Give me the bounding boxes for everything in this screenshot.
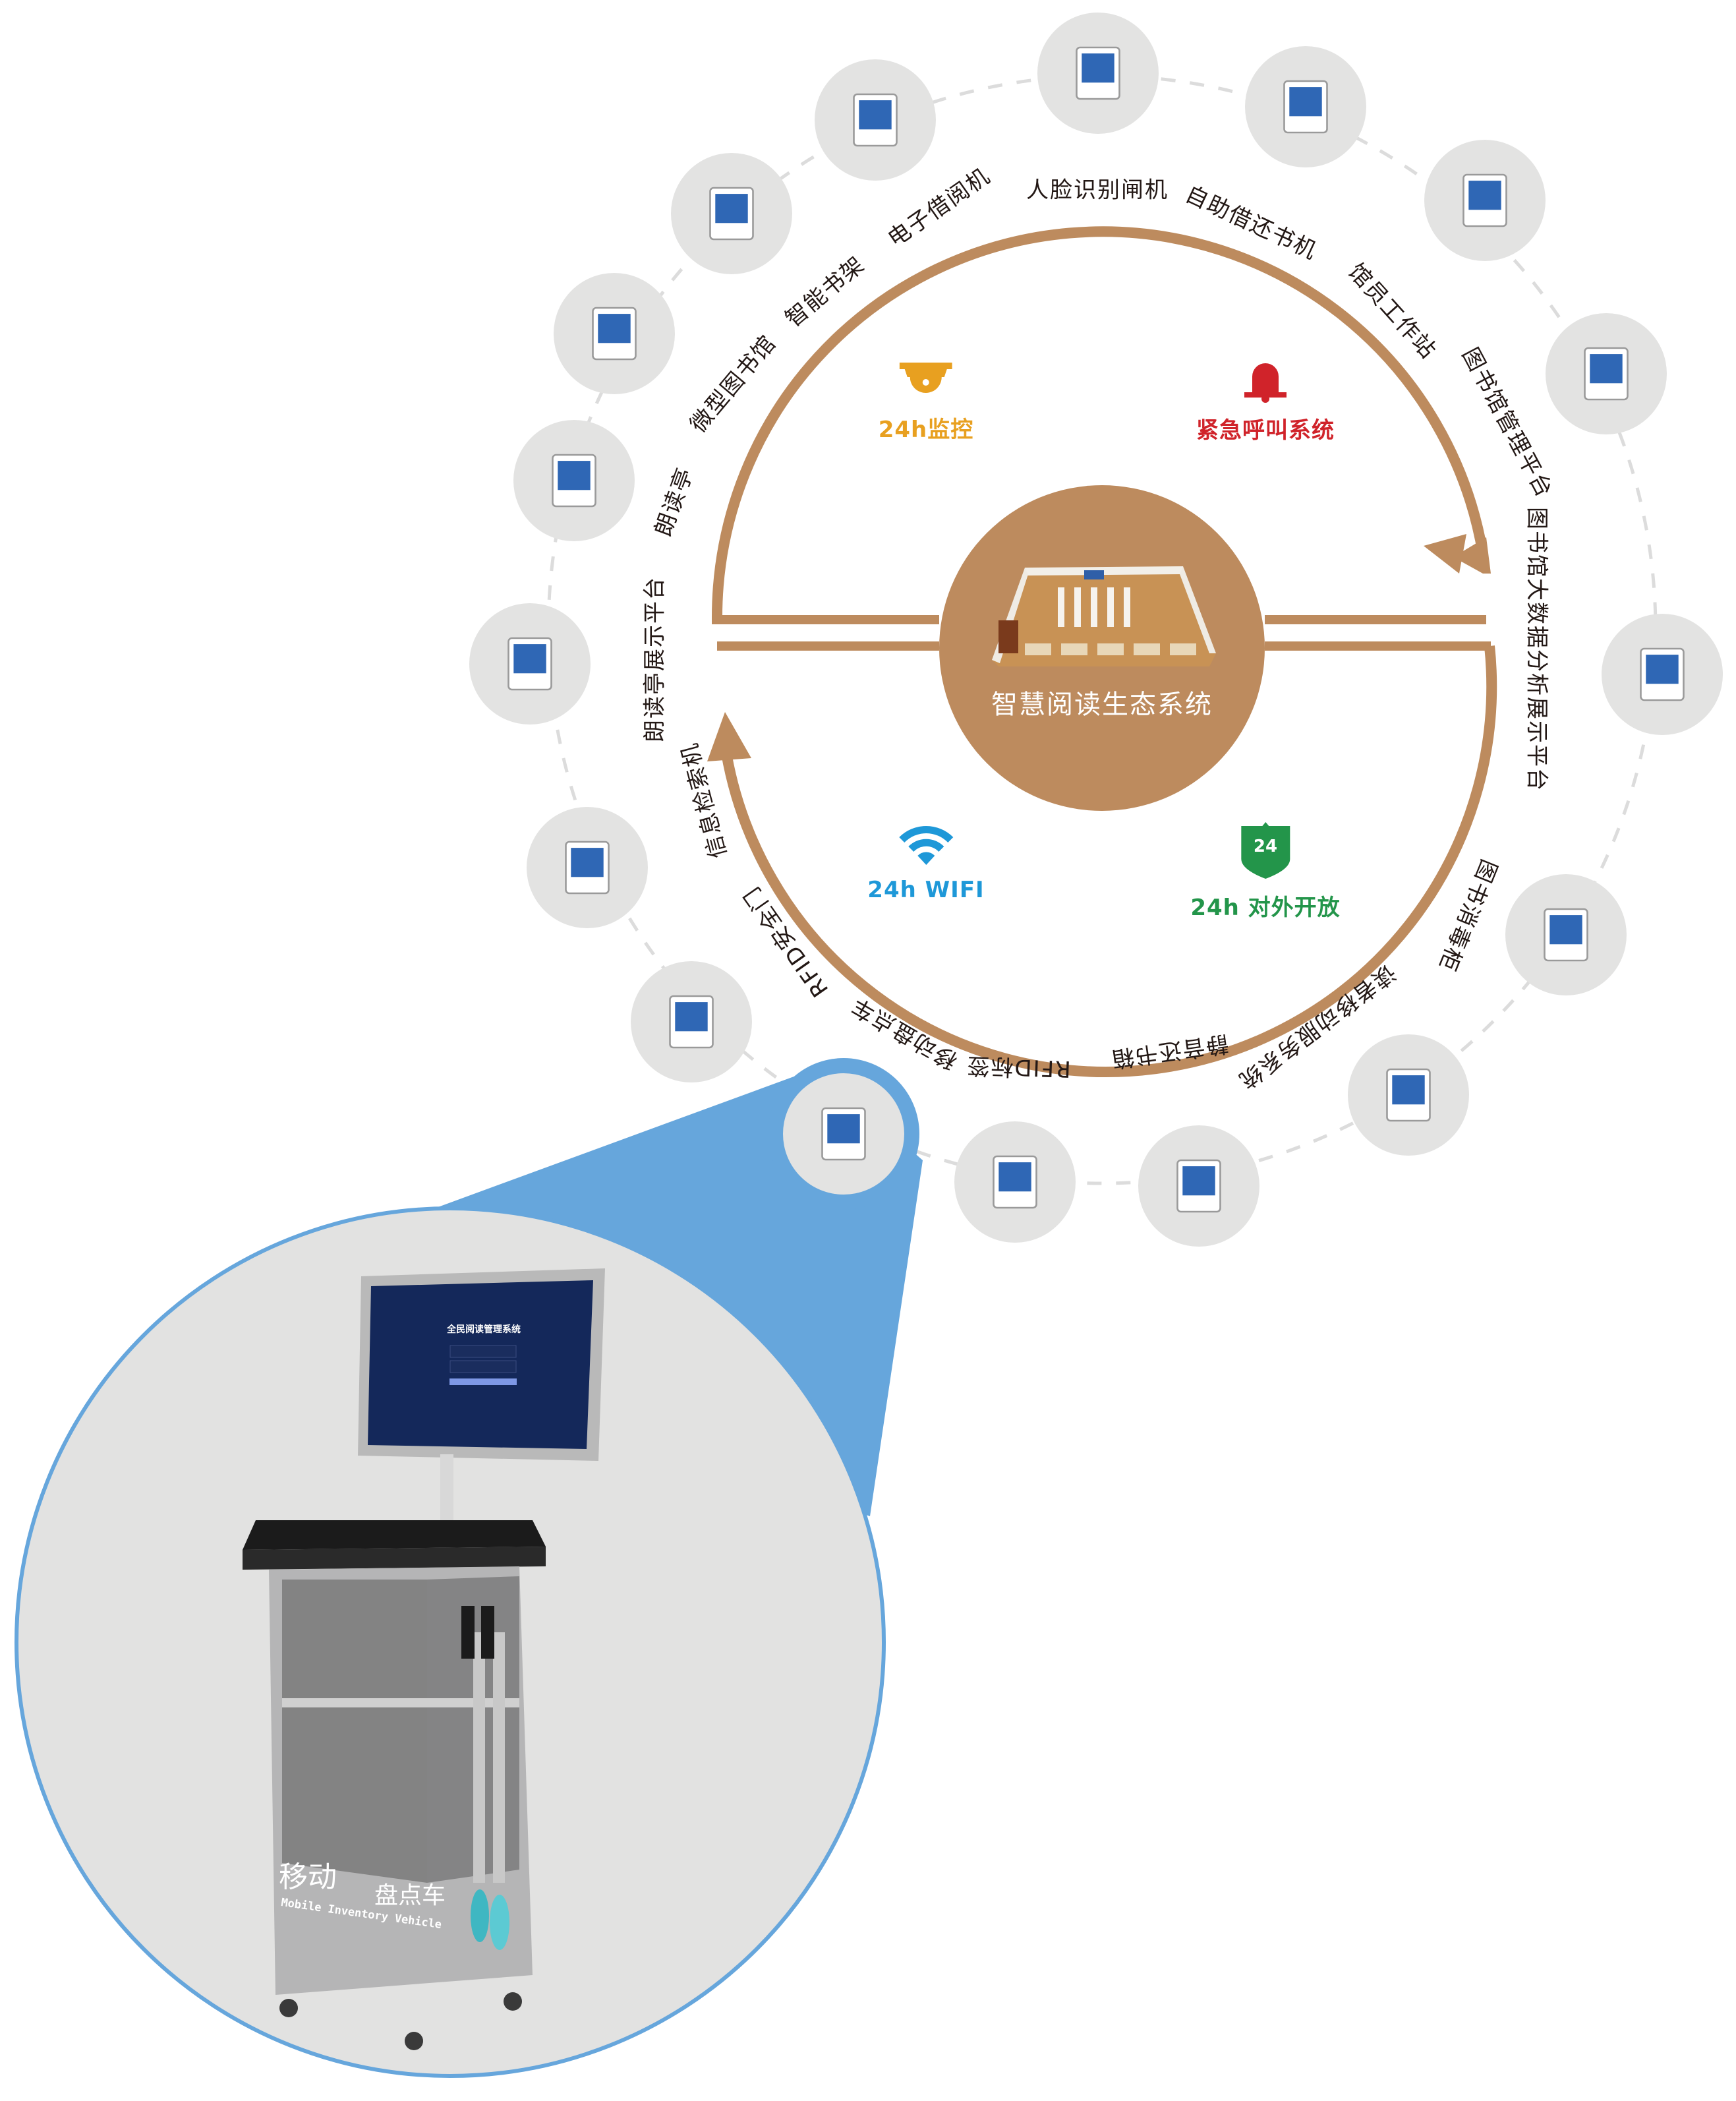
opac-kiosk-icon bbox=[565, 841, 610, 895]
node-face-gate bbox=[1037, 13, 1159, 134]
wifi-icon bbox=[898, 826, 953, 865]
node-reading-booth bbox=[513, 420, 635, 541]
node-label: 图书馆大数据分析展示平台 bbox=[1523, 507, 1550, 792]
node-self-checkout bbox=[1245, 46, 1366, 167]
node-librarian-station bbox=[1424, 140, 1546, 261]
librarian-station-icon bbox=[1462, 173, 1507, 227]
feature-label: 24h 对外开放 bbox=[1190, 895, 1341, 921]
arrow-head-right-big bbox=[1424, 534, 1466, 574]
feature-24h-wifi: 24h WIFI bbox=[867, 824, 984, 903]
node-silent-return-box bbox=[1138, 1125, 1259, 1247]
node-book-sterilizer bbox=[1505, 874, 1627, 995]
mini-library-icon bbox=[592, 307, 637, 361]
node-mini-library bbox=[554, 273, 675, 394]
node-label: 朗读亭展示平台 bbox=[641, 576, 668, 742]
node-rfid-tag bbox=[954, 1121, 1076, 1243]
shield-badge-text: 24 bbox=[1253, 837, 1278, 856]
node-opac-kiosk bbox=[527, 807, 648, 928]
rfid-tag-icon bbox=[993, 1155, 1037, 1209]
arrow-head-right bbox=[1453, 537, 1491, 574]
node-rfid-gate bbox=[631, 961, 752, 1082]
arrow-head-left bbox=[707, 712, 751, 761]
feature-label: 24h WIFI bbox=[867, 877, 985, 903]
cart-label-cn-1: 移动 bbox=[279, 1860, 337, 1894]
library-mgmt-icon bbox=[1584, 347, 1629, 401]
feature-24h-open: 24 24h 对外开放 bbox=[1190, 821, 1340, 922]
feature-24h-monitor: 24h监控 bbox=[879, 363, 974, 444]
node-inventory-cart bbox=[783, 1073, 904, 1195]
face-gate-icon bbox=[1076, 46, 1120, 100]
node-label: 人脸识别闸机 bbox=[1026, 177, 1169, 204]
silent-return-box-icon bbox=[1176, 1159, 1221, 1213]
feature-emergency-call: 紧急呼叫系统 bbox=[1196, 359, 1335, 444]
node-label: RFID标签 bbox=[965, 1051, 1072, 1082]
node-reader-mobile bbox=[1348, 1034, 1469, 1156]
self-checkout-icon bbox=[1283, 80, 1328, 134]
cart-label-cn-2: 盘点车 bbox=[374, 1882, 446, 1909]
reading-booth-platform-icon bbox=[507, 637, 552, 691]
upper-arc bbox=[711, 226, 1488, 620]
bell-icon bbox=[1244, 363, 1287, 403]
library-room-image bbox=[992, 566, 1216, 666]
inventory-cart-detail: 全民阅读管理系统 移动 盘点车 Mobile Inventory Vehicle bbox=[14, 1206, 886, 2078]
center-title: 智慧阅读生态系统 bbox=[991, 690, 1213, 720]
book-sterilizer-icon bbox=[1544, 908, 1588, 962]
shield-24-icon bbox=[1240, 822, 1290, 879]
node-smart-shelf bbox=[671, 153, 792, 274]
bigdata-platform-icon bbox=[1640, 647, 1685, 701]
screen-title: 全民阅读管理系统 bbox=[447, 1324, 521, 1335]
reading-booth-icon bbox=[552, 454, 596, 508]
inventory-cart-illustration bbox=[243, 1268, 605, 2050]
rfid-gate-icon bbox=[669, 995, 714, 1049]
node-ebook-kiosk bbox=[815, 59, 936, 181]
feature-label: 24h监控 bbox=[878, 417, 974, 443]
node-bigdata-platform bbox=[1602, 614, 1723, 735]
inventory-cart-icon bbox=[821, 1107, 866, 1161]
ebook-kiosk-icon bbox=[853, 93, 898, 147]
node-library-mgmt bbox=[1546, 313, 1667, 434]
lower-arc bbox=[720, 645, 1497, 1077]
smart-shelf-icon bbox=[709, 187, 754, 241]
reader-mobile-icon bbox=[1386, 1068, 1431, 1122]
feature-label: 紧急呼叫系统 bbox=[1196, 417, 1335, 444]
camera-icon bbox=[900, 363, 952, 393]
center-hub: 智慧阅读生态系统 bbox=[939, 485, 1265, 811]
node-reading-booth-platform bbox=[469, 603, 591, 725]
